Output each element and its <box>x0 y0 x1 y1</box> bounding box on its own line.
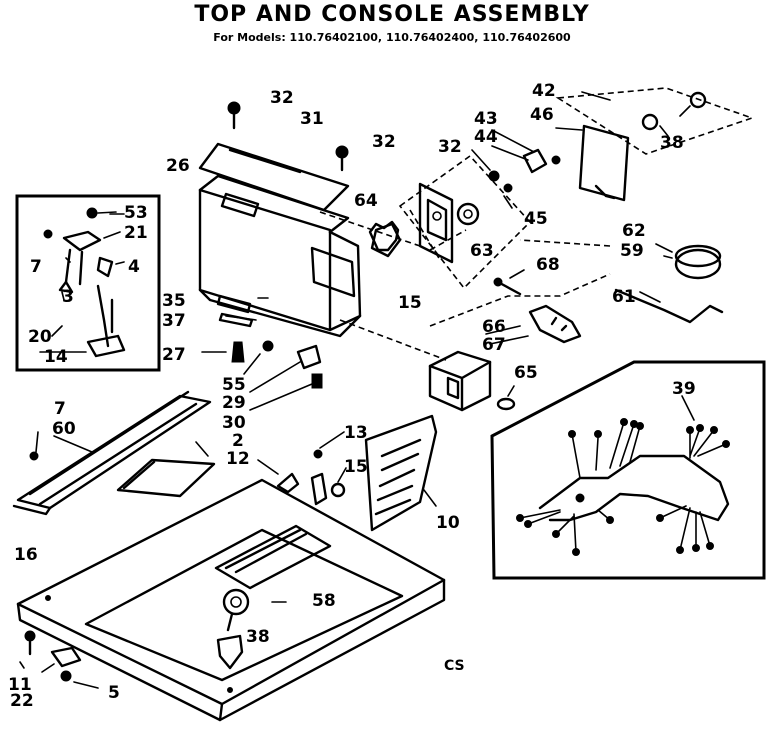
latch-detail-inset <box>15 194 161 372</box>
callout-35: 35 <box>162 291 186 311</box>
wire-harness-inset <box>490 360 766 580</box>
callout-5: 5 <box>108 683 120 703</box>
callout-39: 39 <box>672 379 696 399</box>
callout-66: 66 <box>482 317 506 337</box>
callout-42: 42 <box>532 81 556 101</box>
callout-4: 4 <box>128 257 140 277</box>
callout-45: 45 <box>524 209 548 229</box>
callout-32: 32 <box>438 137 462 157</box>
callout-37: 37 <box>162 311 186 331</box>
callout-62: 62 <box>622 221 646 241</box>
callout-32: 32 <box>270 88 294 108</box>
console-hardware <box>201 294 323 411</box>
callout-15: 15 <box>344 457 368 477</box>
callout-7: 7 <box>54 399 66 419</box>
callout-67: 67 <box>482 335 506 355</box>
callout-64: 64 <box>354 191 378 211</box>
callout-44: 44 <box>474 127 498 147</box>
callout-15: 15 <box>398 293 422 313</box>
callout-65: 65 <box>514 363 538 383</box>
callout-20: 20 <box>28 327 52 347</box>
callout-cs: CS <box>444 658 465 674</box>
top-panel-16 <box>16 431 446 722</box>
model-list: For Models: 110.76402100, 110.76402400, … <box>213 31 571 44</box>
bottom-hardware <box>19 630 99 689</box>
callout-29: 29 <box>222 393 246 413</box>
callout-12: 12 <box>226 449 250 469</box>
callout-53: 53 <box>124 203 148 223</box>
switch-panel-group <box>398 129 561 290</box>
bracket-group <box>555 87 755 202</box>
callout-labels: 32 31 32 26 64 53 21 7 4 3 20 14 35 37 1… <box>8 81 696 711</box>
callout-22: 22 <box>10 691 34 711</box>
callout-30: 30 <box>222 413 246 433</box>
callout-43: 43 <box>474 109 498 129</box>
callout-59: 59 <box>620 241 644 261</box>
callout-27: 27 <box>162 345 186 365</box>
callout-61: 61 <box>612 287 636 307</box>
diagram-title: TOP AND CONSOLE ASSEMBLY <box>194 2 590 27</box>
callout-7: 7 <box>30 257 42 277</box>
callout-26: 26 <box>166 156 190 176</box>
callout-3: 3 <box>62 287 74 307</box>
callout-55: 55 <box>222 375 246 395</box>
callout-63: 63 <box>470 241 494 261</box>
callout-68: 68 <box>536 255 560 275</box>
hinge-pin-detail <box>216 588 287 670</box>
callout-21: 21 <box>124 223 148 243</box>
trim-and-lid-parts <box>12 390 438 532</box>
callout-16: 16 <box>14 545 38 565</box>
console-assembly <box>198 101 447 361</box>
callout-60: 60 <box>52 419 76 439</box>
callout-2: 2 <box>232 431 244 451</box>
callout-13: 13 <box>344 423 368 443</box>
callout-31: 31 <box>300 109 324 129</box>
callout-14: 14 <box>44 347 68 367</box>
misc-parts <box>368 209 724 327</box>
callout-10: 10 <box>436 513 460 533</box>
callout-32: 32 <box>372 132 396 152</box>
callout-46: 46 <box>530 105 554 125</box>
callout-38: 38 <box>660 133 684 153</box>
callout-38: 38 <box>246 627 270 647</box>
callout-58: 58 <box>312 591 336 611</box>
switch-66-group <box>428 304 582 412</box>
callout-11: 11 <box>8 675 32 695</box>
